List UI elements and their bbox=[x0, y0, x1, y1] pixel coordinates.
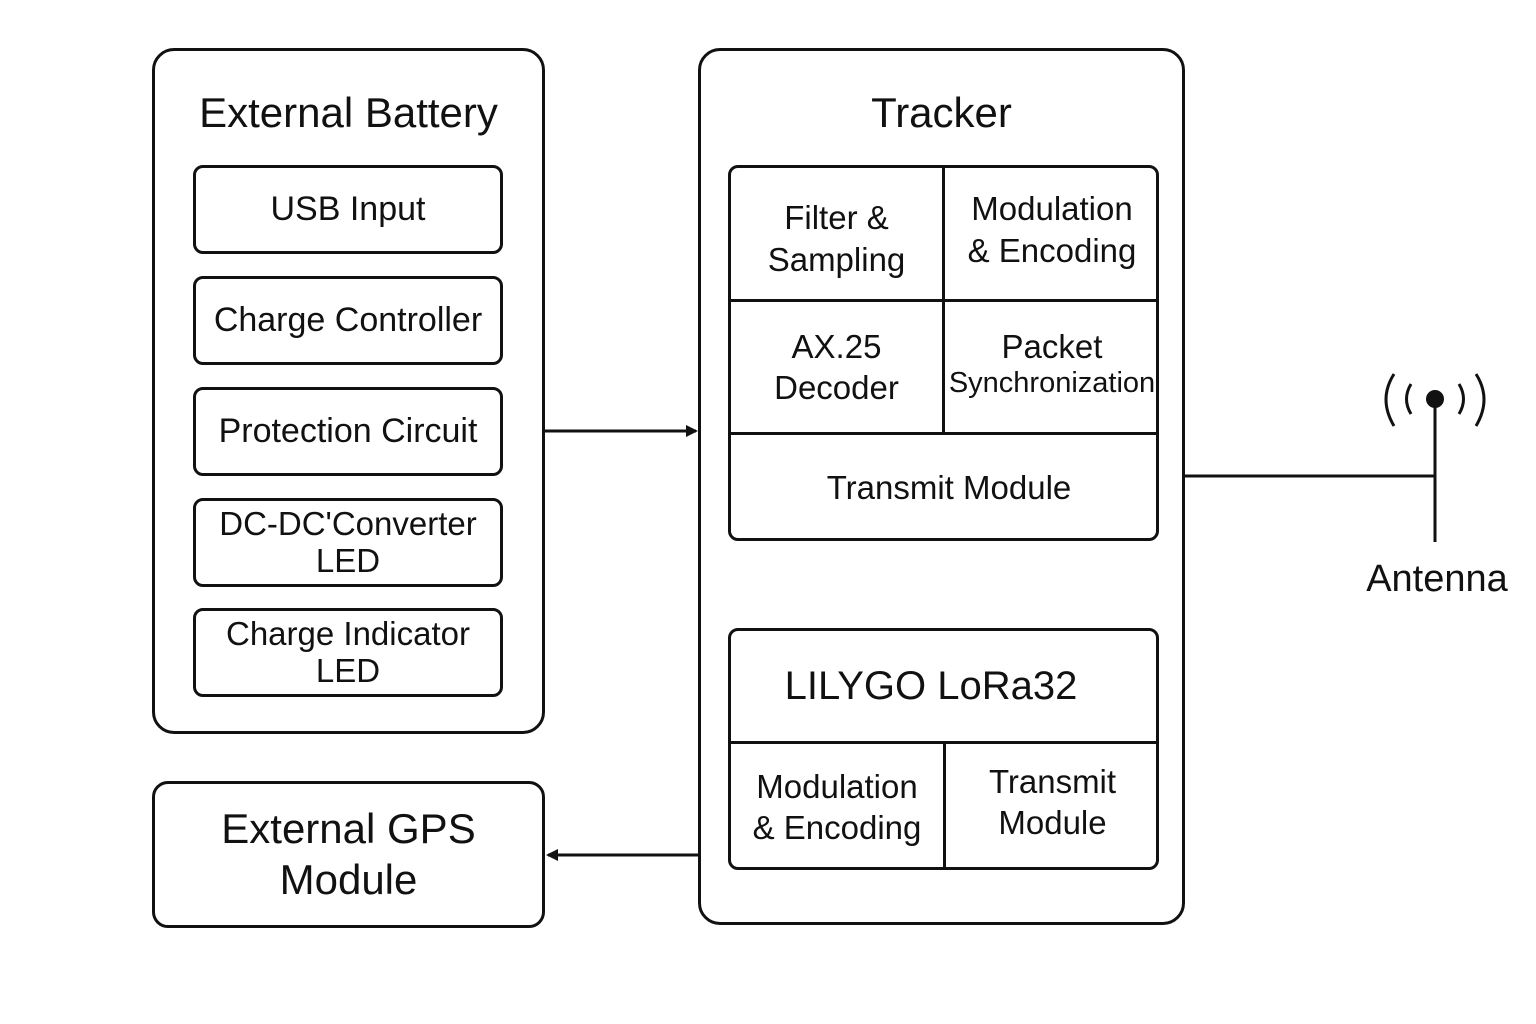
protection-circuit-block: Protection Circuit bbox=[193, 387, 503, 476]
filter-sampling-cell: Filter & Sampling bbox=[731, 168, 942, 299]
lilygo-lora32-block: LILYGO LoRa32 Modulation & Encoding Tran… bbox=[728, 628, 1159, 870]
antenna-label: Antenna bbox=[1366, 558, 1508, 600]
external-battery-title: External Battery bbox=[199, 89, 498, 136]
ax25-decoder-cell: AX.25 Decoder bbox=[731, 302, 942, 432]
lilygo-modulation-encoding-cell: Modulation & Encoding bbox=[731, 744, 943, 870]
dc-dc-converter-label: DC-DC'Converter LED bbox=[219, 505, 477, 579]
transmit-module-label: Transmit Module bbox=[826, 469, 1072, 507]
tracker-title: Tracker bbox=[871, 89, 1012, 136]
lilygo-title-cell: LILYGO LoRa32 bbox=[731, 631, 1131, 741]
dc-dc-converter-block: DC-DC'Converter LED bbox=[193, 498, 503, 587]
charge-controller-label: Charge Controller bbox=[213, 300, 483, 339]
lilygo-title: LILYGO LoRa32 bbox=[784, 664, 1078, 708]
lilygo-transmit-module-label: Transmit Module bbox=[988, 762, 1117, 841]
filter-sampling-label: Filter & Sampling bbox=[767, 199, 906, 278]
synchronization-label: Synchronization bbox=[948, 367, 1156, 400]
lilygo-transmit-module-cell: Transmit Module bbox=[946, 744, 1159, 870]
charge-indicator-label: Charge Indicator LED bbox=[226, 615, 470, 689]
protection-circuit-label: Protection Circuit bbox=[218, 411, 478, 450]
usb-input-block: USB Input bbox=[193, 165, 503, 254]
tracker-processing-grid: Filter & Sampling Modulation & Encoding … bbox=[728, 165, 1159, 541]
lilygo-modulation-encoding-label: Modulation & Encoding bbox=[752, 767, 922, 846]
packet-label: Packet bbox=[1001, 327, 1103, 365]
usb-input-label: USB Input bbox=[270, 189, 426, 228]
modulation-encoding-cell: Modulation & Encoding bbox=[945, 168, 1159, 299]
modulation-encoding-label: Modulation & Encoding bbox=[967, 190, 1137, 269]
packet-synchronization-cell: Packet Synchronization bbox=[945, 302, 1159, 432]
external-gps-module-label: External GPS Module bbox=[221, 805, 476, 903]
charge-indicator-block: Charge Indicator LED bbox=[193, 608, 503, 697]
external-gps-module-box: External GPS Module bbox=[152, 781, 545, 928]
ax25-decoder-label: AX.25 Decoder bbox=[774, 327, 899, 406]
transmit-module-cell: Transmit Module bbox=[731, 435, 1159, 541]
antenna-icon bbox=[1384, 373, 1486, 542]
charge-controller-block: Charge Controller bbox=[193, 276, 503, 365]
